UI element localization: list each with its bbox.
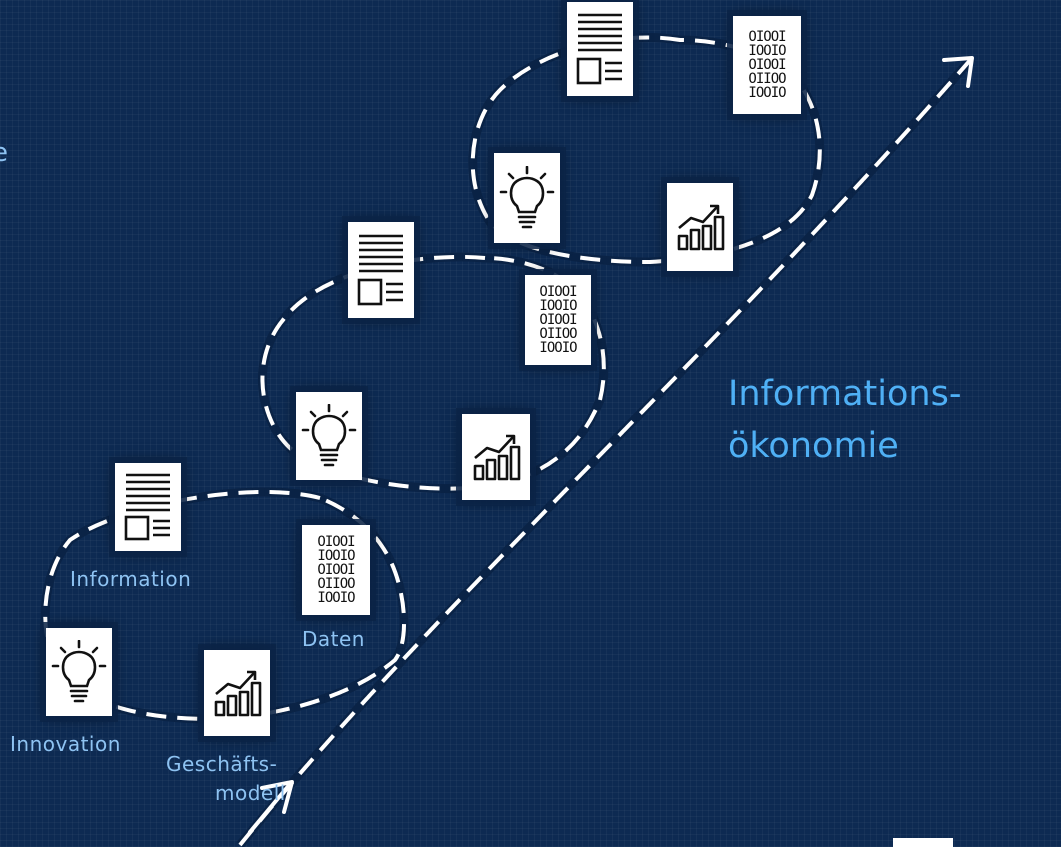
document-icon (124, 473, 170, 541)
binary-data-icon: OIOOI IOOIO OIOOI OIIOO IOOIO (539, 284, 577, 356)
lightbulb-icon (301, 404, 357, 467)
label-innovation: Innovation (10, 732, 121, 756)
business-model-card (462, 414, 530, 500)
growth-chart-icon (214, 670, 262, 717)
lightbulb-icon (51, 640, 107, 703)
label-informationsoekonomie-line2: ökonomie (728, 426, 899, 466)
lightbulb-icon (499, 166, 555, 229)
idea-card (296, 392, 362, 480)
document-card (567, 2, 633, 96)
label-information: Information (70, 567, 192, 591)
document-icon (576, 13, 622, 85)
arrowhead-bottom (260, 780, 294, 814)
corner-white-box (893, 838, 953, 847)
document-card (115, 463, 181, 551)
binary-data-icon: OIOOI IOOIO OIOOI OIIOO IOOIO (317, 534, 355, 606)
document-icon (357, 234, 403, 306)
label-informationsoekonomie-line1: Informations- (728, 374, 962, 414)
idea-card (494, 153, 560, 243)
label-informationsoekonomie: Informations- ökonomie (728, 368, 961, 472)
label-daten: Daten (302, 627, 365, 651)
business-model-card (667, 183, 733, 271)
business-model-card (204, 650, 270, 736)
growth-chart-icon (473, 434, 521, 481)
growth-chart-icon (677, 204, 725, 251)
arrowhead-top (942, 56, 974, 88)
label-geschaeftsmodell-2: modell (215, 781, 286, 805)
idea-card (46, 628, 112, 716)
binary-data-icon: OIOOI IOOIO OIOOI OIIOO IOOIO (748, 29, 786, 101)
data-card: OIOOI IOOIO OIOOI OIIOO IOOIO (525, 275, 591, 365)
label-geschaeftsmodell-1: Geschäfts- (166, 752, 278, 776)
document-card (348, 222, 414, 318)
data-card: OIOOI IOOIO OIOOI OIIOO IOOIO (302, 525, 370, 615)
edge-text-fragment: e (0, 138, 8, 168)
data-card: OIOOI IOOIO OIOOI OIIOO IOOIO (733, 16, 801, 114)
